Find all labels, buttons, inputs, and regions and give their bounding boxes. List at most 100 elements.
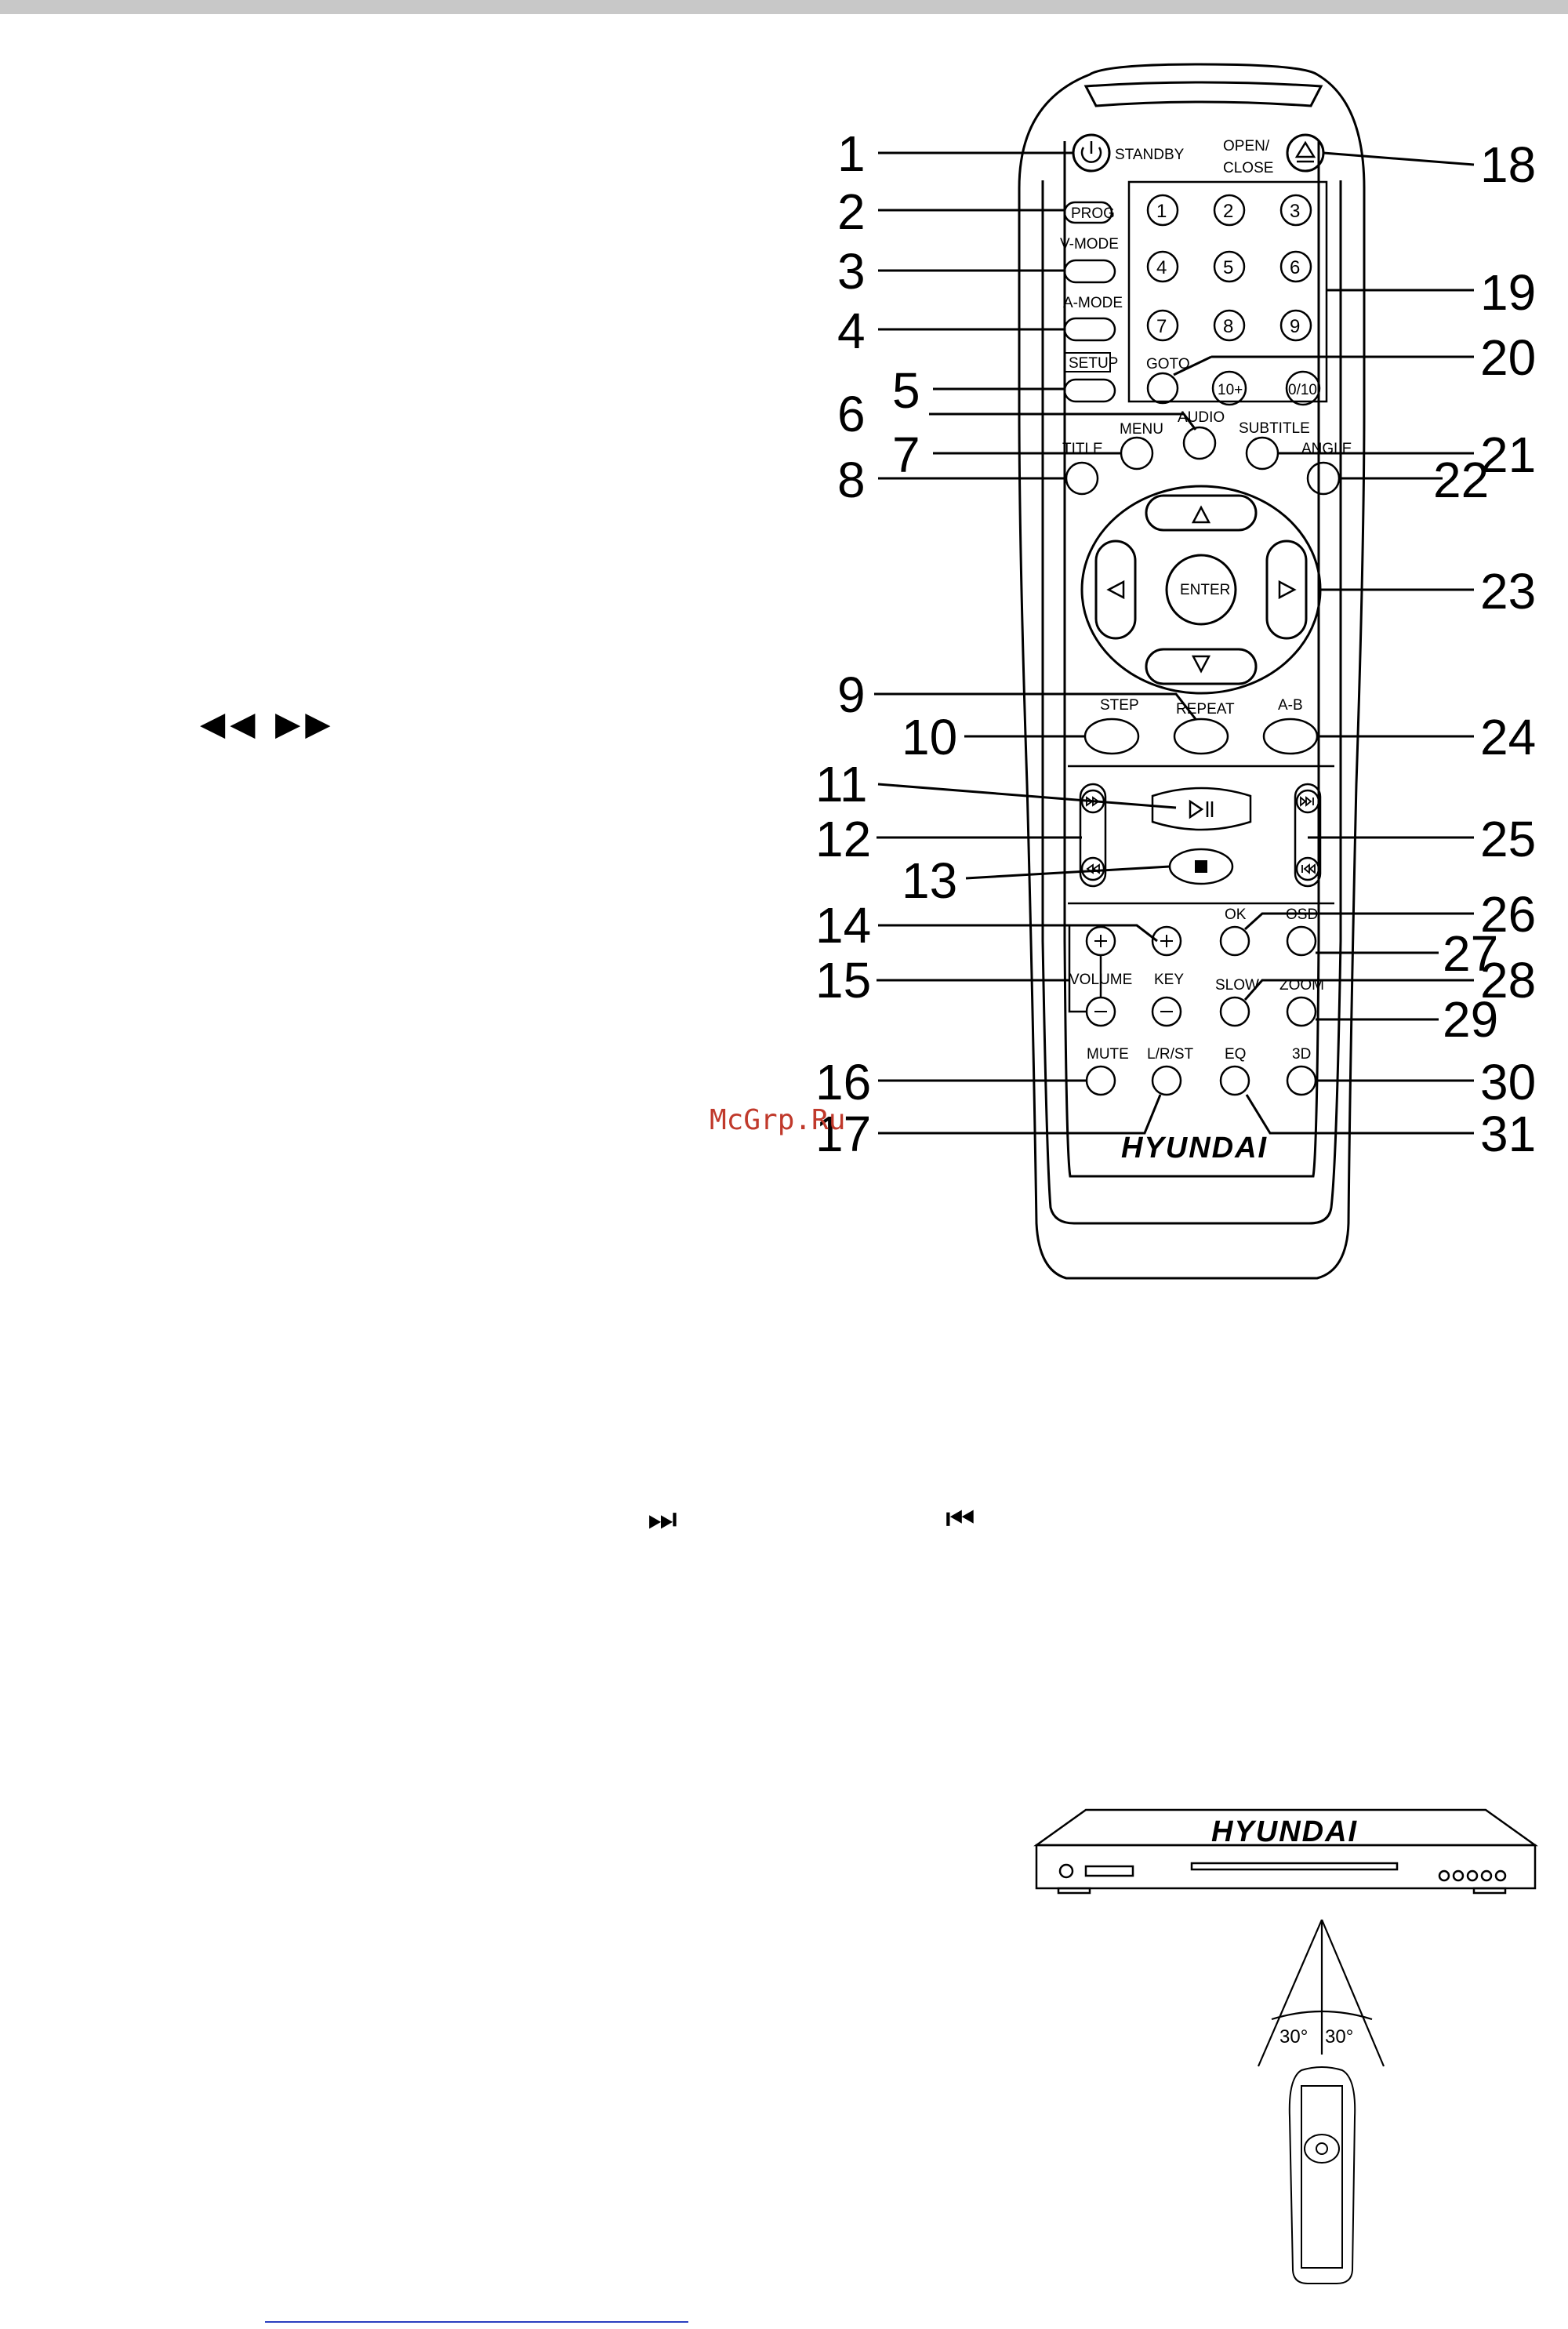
callout-10: 10 xyxy=(902,709,957,765)
slow-button[interactable] xyxy=(1219,996,1250,1027)
eject-icon xyxy=(1294,140,1316,163)
callout-7: 7 xyxy=(892,427,920,483)
a-b-button[interactable] xyxy=(1262,718,1319,755)
num-button-9[interactable] xyxy=(1279,309,1312,342)
rew-button[interactable] xyxy=(1080,856,1105,881)
angle-label-right: 30° xyxy=(1325,2026,1353,2047)
small-remote-illustration xyxy=(1288,2066,1356,2284)
3d-button[interactable] xyxy=(1286,1065,1317,1096)
num-button-4[interactable] xyxy=(1146,250,1179,283)
goto-button[interactable] xyxy=(1146,372,1179,405)
callout-27: 27 xyxy=(1443,925,1498,982)
step-button[interactable] xyxy=(1083,718,1140,755)
prev-button[interactable] xyxy=(1295,856,1320,881)
num-label-4: 4 xyxy=(1156,257,1167,278)
title-label: TITLE xyxy=(1062,441,1103,457)
watermark: McGrp.Ru xyxy=(710,1104,846,1136)
num-button-3[interactable] xyxy=(1279,194,1312,227)
ok-button[interactable] xyxy=(1219,925,1250,957)
angle-button[interactable] xyxy=(1306,461,1341,496)
ok-label: OK xyxy=(1225,907,1247,923)
key-up-button[interactable] xyxy=(1151,925,1182,957)
power-icon xyxy=(1080,141,1102,163)
top-bar xyxy=(0,0,1568,14)
brand-logo: HYUNDAI xyxy=(1121,1132,1268,1164)
callout-28: 28 xyxy=(1480,952,1536,1008)
volume-label: VOLUME xyxy=(1069,972,1132,988)
lrst-label: L/R/ST xyxy=(1147,1046,1194,1063)
play-pause-button[interactable] xyxy=(1151,787,1252,831)
callout-31: 31 xyxy=(1480,1106,1536,1162)
callout-numbers: 1 2 3 4 5 6 7 8 9 10 11 12 13 14 15 16 1… xyxy=(815,125,1536,1162)
menu-label: MENU xyxy=(1120,421,1163,438)
osd-button[interactable] xyxy=(1286,925,1317,957)
num-label-6: 6 xyxy=(1290,257,1300,278)
fwd-rew-rocker[interactable] xyxy=(1079,783,1107,888)
num-button-5[interactable] xyxy=(1213,250,1246,283)
prog-button[interactable] xyxy=(1063,201,1113,224)
title-button[interactable] xyxy=(1065,461,1099,496)
v-mode-button[interactable] xyxy=(1063,259,1116,284)
num-button-1[interactable] xyxy=(1146,194,1179,227)
menu-button[interactable] xyxy=(1120,436,1154,471)
footer-link-underline xyxy=(265,2321,688,2323)
skip-prev-icon: ⏮ xyxy=(946,1499,975,1538)
num-label-8: 8 xyxy=(1223,316,1233,337)
angle-label: ANGLE xyxy=(1301,441,1352,457)
mute-button[interactable] xyxy=(1085,1065,1116,1096)
nav-left-button[interactable] xyxy=(1094,540,1137,640)
callout-12: 12 xyxy=(815,811,871,867)
nav-right-button[interactable] xyxy=(1265,540,1308,640)
goto-label: GOTO xyxy=(1146,356,1190,372)
ir-angle-diagram xyxy=(1257,1919,1385,2067)
skip-rocker[interactable] xyxy=(1294,783,1322,888)
num-label-3: 3 xyxy=(1290,201,1300,222)
callout-16: 16 xyxy=(815,1054,871,1110)
enter-button[interactable] xyxy=(1165,554,1237,626)
num-button-2[interactable] xyxy=(1213,194,1246,227)
key-down-button[interactable] xyxy=(1151,996,1182,1027)
num-button-7[interactable] xyxy=(1146,309,1179,342)
callout-8: 8 xyxy=(837,452,866,508)
eq-button[interactable] xyxy=(1219,1065,1250,1096)
nav-up-button[interactable] xyxy=(1145,494,1258,532)
num-label-9: 9 xyxy=(1290,316,1300,337)
prog-label: PROG xyxy=(1071,205,1115,222)
callout-14: 14 xyxy=(815,897,871,954)
next-button[interactable] xyxy=(1295,789,1320,814)
a-mode-button[interactable] xyxy=(1063,317,1116,342)
v-mode-label: V-MODE xyxy=(1060,236,1119,253)
num-button-0-10[interactable] xyxy=(1285,370,1321,406)
num-button-10plus[interactable] xyxy=(1211,370,1247,406)
zoom-button[interactable] xyxy=(1286,996,1317,1027)
callout-25: 25 xyxy=(1480,811,1536,867)
callout-3: 3 xyxy=(837,243,866,300)
callout-19: 19 xyxy=(1480,264,1536,321)
step-label: STEP xyxy=(1100,697,1139,714)
setup-label: SETUP xyxy=(1069,355,1118,372)
down-arrow-icon xyxy=(1191,655,1211,674)
mute-label: MUTE xyxy=(1087,1046,1129,1063)
open-close-label-2: CLOSE xyxy=(1223,160,1273,176)
num-button-6[interactable] xyxy=(1279,250,1312,283)
open-close-label-1: OPEN/ xyxy=(1223,138,1270,154)
subtitle-button[interactable] xyxy=(1245,436,1279,471)
num-button-8[interactable] xyxy=(1213,309,1246,342)
slow-label: SLOW xyxy=(1215,977,1259,994)
repeat-button[interactable] xyxy=(1173,718,1229,755)
dvd-player-illustration xyxy=(1033,1808,1538,1895)
callout-1: 1 xyxy=(837,125,866,182)
3d-label: 3D xyxy=(1292,1046,1311,1063)
callout-29: 29 xyxy=(1443,991,1498,1048)
callout-5: 5 xyxy=(892,362,920,419)
lrst-button[interactable] xyxy=(1151,1065,1182,1096)
nav-down-button[interactable] xyxy=(1145,648,1258,685)
setup-button[interactable] xyxy=(1063,378,1116,403)
num-label-7: 7 xyxy=(1156,316,1167,337)
callout-lines xyxy=(874,151,1475,1135)
audio-button[interactable] xyxy=(1182,426,1217,460)
callout-6: 6 xyxy=(837,386,866,442)
callout-20: 20 xyxy=(1480,329,1536,386)
transport-icons xyxy=(1086,796,1316,874)
callout-24: 24 xyxy=(1480,709,1536,765)
